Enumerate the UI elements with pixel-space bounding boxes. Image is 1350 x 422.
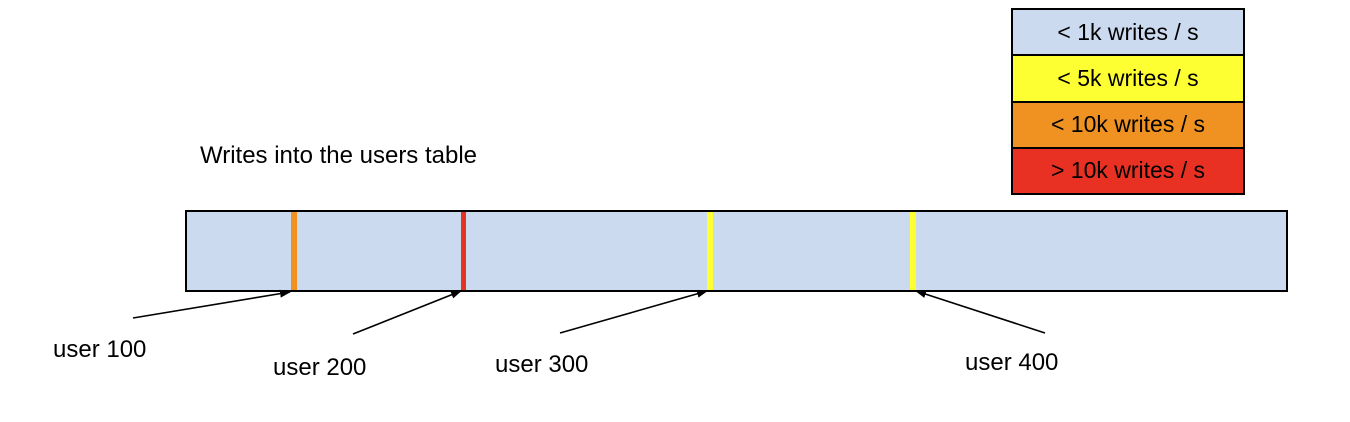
arrow-user-300 xyxy=(559,289,708,334)
legend: < 1k writes / s < 5k writes / s < 10k wr… xyxy=(1011,8,1245,195)
label-user-300: user 300 xyxy=(495,351,589,378)
legend-item-label: < 1k writes / s xyxy=(1057,18,1199,45)
legend-item-lt-10k: < 10k writes / s xyxy=(1013,100,1243,147)
legend-item-gt-10k: > 10k writes / s xyxy=(1013,146,1243,193)
marker-user-200 xyxy=(461,212,466,290)
arrow-user-200 xyxy=(352,290,462,335)
legend-item-lt-1k: < 1k writes / s xyxy=(1013,10,1243,55)
legend-item-label: > 10k writes / s xyxy=(1050,157,1206,184)
legend-item-label: < 10k writes / s xyxy=(1050,111,1206,138)
marker-user-400 xyxy=(910,212,916,290)
label-user-400: user 400 xyxy=(965,349,1059,376)
arrow-user-400 xyxy=(915,290,1046,334)
marker-user-300 xyxy=(707,212,713,290)
label-user-100: user 100 xyxy=(53,336,147,363)
legend-item-label: < 5k writes / s xyxy=(1057,64,1199,91)
diagram-title: Writes into the users table xyxy=(200,142,478,169)
marker-user-100 xyxy=(291,212,297,290)
arrow-user-100 xyxy=(132,289,291,319)
legend-item-lt-5k: < 5k writes / s xyxy=(1013,54,1243,101)
users-table-bar xyxy=(185,210,1288,292)
label-user-200: user 200 xyxy=(273,354,367,381)
